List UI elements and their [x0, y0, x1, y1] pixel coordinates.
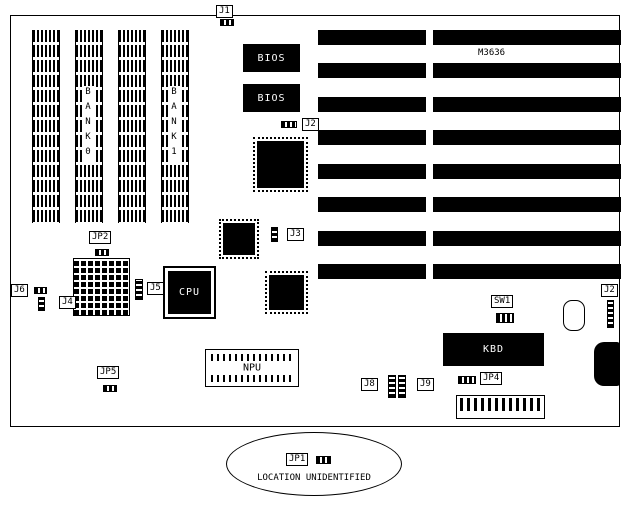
expansion-slot	[433, 197, 621, 212]
label-jp4: JP4	[480, 372, 503, 385]
expansion-slot	[318, 197, 426, 212]
power-connector-pins	[460, 398, 541, 411]
memory-chip-column	[32, 30, 60, 223]
npu-socket-label: NPU	[238, 362, 266, 374]
label-j9: J9	[417, 378, 434, 391]
npu-socket-pins-bottom	[211, 375, 293, 382]
label-j2-right: J2	[601, 284, 618, 297]
label-j4: J4	[59, 296, 76, 309]
bios-chip-2-label: BIOS	[257, 92, 286, 104]
crystal-component	[563, 300, 585, 331]
bank0-label: BANK0	[82, 86, 94, 163]
label-j3: J3	[287, 228, 304, 241]
j9-pins	[398, 375, 406, 398]
label-jp1: JP1	[286, 453, 309, 466]
label-jp5: JP5	[97, 366, 120, 379]
j6-pins	[34, 287, 47, 294]
label-j6: J6	[11, 284, 28, 297]
memory-chip-column	[118, 30, 146, 223]
j8-pins	[388, 375, 396, 398]
bank1-label: BANK1	[168, 86, 180, 163]
logic-chip-2	[265, 271, 308, 314]
jp4-pins	[458, 376, 476, 384]
expansion-slot	[433, 164, 621, 179]
label-sw1: SW1	[491, 295, 514, 308]
npu-socket-pins-top	[211, 354, 293, 361]
jp2-pins	[95, 249, 109, 256]
callout-note: LOCATION UNIDENTIFIED	[257, 473, 371, 483]
model-silkscreen: M3636	[478, 48, 506, 58]
expansion-slot	[318, 97, 426, 112]
expansion-slot	[318, 130, 426, 145]
callout-ellipse	[226, 432, 402, 496]
expansion-slot	[318, 264, 426, 279]
expansion-slot	[433, 130, 621, 145]
kbd-controller-label: KBD	[482, 344, 505, 355]
expansion-slot	[318, 63, 426, 78]
expansion-slot	[433, 97, 621, 112]
label-j2-left: J2	[302, 118, 319, 131]
j6-pins-2	[38, 297, 45, 311]
label-jp2: JP2	[89, 231, 112, 244]
kbd-controller-chip: KBD	[443, 333, 544, 366]
label-j5: J5	[147, 282, 164, 295]
expansion-slot	[433, 231, 621, 246]
cpu-chip-label: CPU	[168, 271, 211, 314]
bios-chip-1-label: BIOS	[257, 52, 286, 64]
expansion-slot	[433, 264, 621, 279]
j2-right-pins	[607, 300, 614, 328]
j1-pins	[220, 19, 234, 26]
expansion-slot	[318, 164, 426, 179]
qfp-chip	[253, 137, 308, 192]
label-j8: J8	[361, 378, 378, 391]
keyboard-din-connector	[594, 342, 620, 386]
power-connector	[456, 395, 545, 419]
logic-chip-1	[219, 219, 259, 259]
cpu-chip: CPU	[163, 266, 216, 319]
npu-socket: NPU	[205, 349, 299, 387]
bios-chip-1: BIOS	[243, 44, 300, 72]
jp5-pins	[103, 385, 117, 392]
pga-socket	[73, 258, 130, 316]
expansion-slot	[433, 63, 621, 78]
j3-pins	[271, 227, 278, 242]
sw1-switch	[496, 313, 514, 323]
bios-chip-2: BIOS	[243, 84, 300, 112]
expansion-slot	[318, 231, 426, 246]
j2-left-pins	[281, 121, 297, 128]
jp1-pins	[316, 456, 331, 464]
expansion-slot	[318, 30, 426, 45]
expansion-slot	[433, 30, 621, 45]
label-j1: J1	[216, 5, 233, 18]
j5-pins	[135, 279, 143, 300]
